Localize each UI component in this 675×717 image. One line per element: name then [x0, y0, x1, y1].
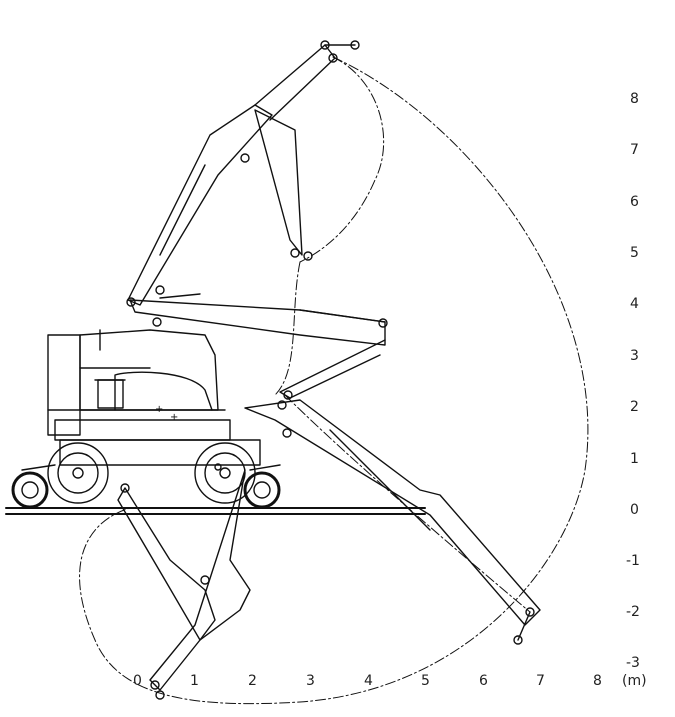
x-label-7: 7	[536, 673, 545, 689]
y-label-0: 0	[630, 502, 639, 518]
x-label-0: 0	[133, 673, 142, 689]
x-label-6: 6	[479, 673, 488, 689]
boom-reach-right	[244, 399, 541, 645]
y-label-7: 7	[630, 142, 639, 158]
y-label-1: 1	[630, 451, 639, 467]
boom-high	[126, 40, 360, 307]
y-label-neg3: -3	[626, 655, 640, 671]
x-label-1: 1	[190, 673, 199, 689]
ground-rail	[5, 507, 426, 515]
y-label-6: 6	[630, 194, 639, 210]
y-label-neg2: -2	[626, 604, 640, 620]
y-label-4: 4	[630, 296, 639, 312]
reach-envelope	[79, 56, 589, 705]
svg-text:+: +	[170, 412, 178, 423]
y-label-2: 2	[630, 399, 639, 415]
wheels	[11, 442, 281, 509]
x-label-3: 3	[306, 673, 315, 689]
y-label-3: 3	[630, 348, 639, 364]
x-label-5: 5	[421, 673, 430, 689]
x-label-2: 2	[248, 673, 257, 689]
pivot-marks	[152, 153, 292, 471]
boom-horizontal	[129, 293, 388, 400]
excavator-body: + +	[47, 329, 261, 466]
boom-dig-below	[117, 469, 251, 700]
y-label-5: 5	[630, 245, 639, 261]
y-label-8: 8	[630, 91, 639, 107]
x-label-4: 4	[364, 673, 373, 689]
y-label-neg1: -1	[626, 553, 640, 569]
x-label-8: 8	[593, 673, 602, 689]
svg-text:+: +	[155, 404, 163, 415]
unit-label: (m)	[622, 673, 647, 689]
